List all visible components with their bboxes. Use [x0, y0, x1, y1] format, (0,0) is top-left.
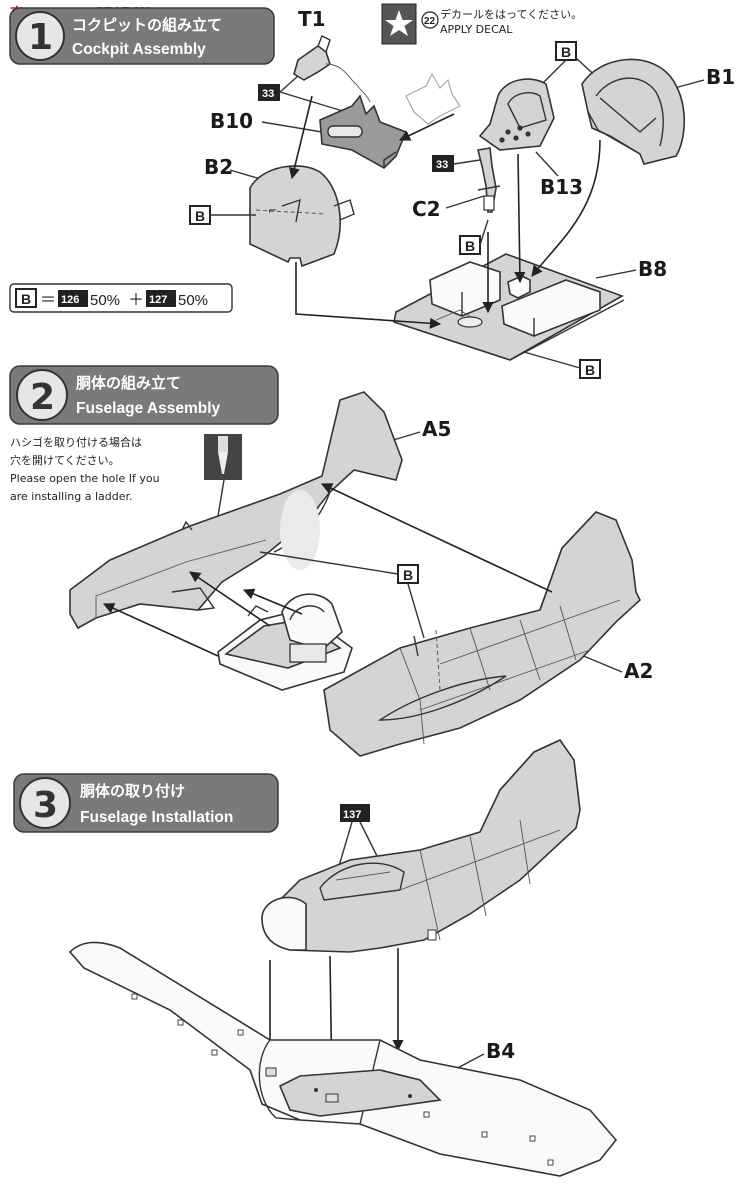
part-a5 — [69, 391, 403, 630]
step2-header: 2 胴体の組み立て Fuselage Assembly — [9, 365, 279, 425]
svg-text:50%: 50% — [178, 292, 208, 309]
star-decal-icon — [385, 10, 413, 36]
svg-text:B: B — [465, 238, 475, 254]
label-a5: A5 — [422, 417, 451, 441]
paint-b-step1-b: B — [459, 235, 481, 255]
label-b4: B4 — [486, 1039, 515, 1063]
decal-callout: 22 デカールをはってください。 APPLY DECAL — [381, 3, 582, 45]
part-b2: ⌐ — [249, 165, 355, 268]
svg-text:50%: 50% — [90, 292, 120, 309]
step1-title-jp: コクピットの組み立て — [72, 16, 222, 34]
svg-text:＋: ＋ — [128, 290, 144, 309]
ladder-note: ハシゴを取り付ける場合は 穴を開けてください。 Please open the … — [10, 434, 242, 541]
step3-title-jp: 胴体の取り付け — [80, 782, 185, 800]
svg-text:B: B — [561, 44, 571, 60]
svg-text:ハシゴを取り付ける場合は: ハシゴを取り付ける場合は — [10, 435, 142, 449]
step1-header: 1 コクピットの組み立て Cockpit Assembly — [9, 7, 275, 65]
decal-outline — [405, 72, 461, 125]
step3-header: 3 胴体の取り付け Fuselage Installation — [13, 773, 279, 833]
paint-code-137: 137 — [340, 804, 370, 822]
svg-text:33: 33 — [262, 88, 274, 100]
part-fuselage-assembled — [260, 738, 581, 953]
step1-title-en: Cockpit Assembly — [72, 41, 206, 58]
svg-text:B: B — [403, 567, 413, 583]
part-b4-wing — [68, 941, 618, 1177]
svg-text:127: 127 — [149, 294, 167, 306]
svg-text:33: 33 — [436, 159, 448, 171]
label-b10: B10 — [210, 109, 253, 133]
paint-code-33-a: 33 — [258, 84, 280, 101]
step2-number: 2 — [30, 377, 55, 418]
step2-title-en: Fuselage Assembly — [76, 400, 221, 417]
label-a2: A2 — [624, 659, 653, 683]
cockpit-subassembly — [217, 593, 353, 691]
paint-code-33-b: 33 — [432, 155, 454, 172]
svg-text:＝: ＝ — [40, 290, 56, 309]
part-c2 — [477, 147, 501, 213]
paint-b-step2: B — [397, 564, 419, 584]
svg-text:B: B — [585, 362, 595, 378]
part-b8-floor — [393, 253, 625, 361]
part-b10 — [319, 94, 408, 169]
drill-icon — [218, 436, 228, 474]
svg-text:Please open the hole If you: Please open the hole If you — [10, 472, 160, 485]
svg-text:⌐: ⌐ — [268, 204, 277, 217]
decal-text-jp: デカールをはってください。 — [440, 7, 582, 21]
svg-text:穴を開けてください。: 穴を開けてください。 — [10, 453, 120, 467]
svg-text:126: 126 — [61, 294, 79, 306]
paint-b-step1-a: B — [189, 205, 211, 225]
svg-text:B: B — [21, 291, 31, 307]
step3-number: 3 — [33, 785, 58, 826]
svg-text:are installing a ladder.: are installing a ladder. — [10, 490, 133, 503]
label-c2: C2 — [412, 197, 441, 221]
part-a2 — [323, 511, 641, 757]
part-b1 — [581, 58, 686, 165]
label-t1: T1 — [298, 7, 326, 31]
step3-title-en: Fuselage Installation — [80, 809, 233, 826]
svg-text:137: 137 — [343, 809, 361, 821]
part-b13-seat — [478, 78, 555, 151]
paint-b-step1-d: B — [579, 359, 601, 379]
label-b1: B1 — [706, 65, 735, 89]
mix-formula: B ＝ 126 50% ＋ 127 50% — [9, 283, 233, 313]
label-b13: B13 — [540, 175, 583, 199]
step1-number: 1 — [28, 17, 53, 58]
svg-text:22: 22 — [424, 16, 436, 27]
label-b2: B2 — [204, 155, 233, 179]
svg-text:B: B — [195, 208, 205, 224]
paint-b-step1-c: B — [555, 41, 577, 61]
decal-text-en: APPLY DECAL — [440, 23, 513, 36]
part-t1 — [293, 35, 371, 103]
step2-title-jp: 胴体の組み立て — [76, 374, 181, 392]
label-b8: B8 — [638, 257, 667, 281]
